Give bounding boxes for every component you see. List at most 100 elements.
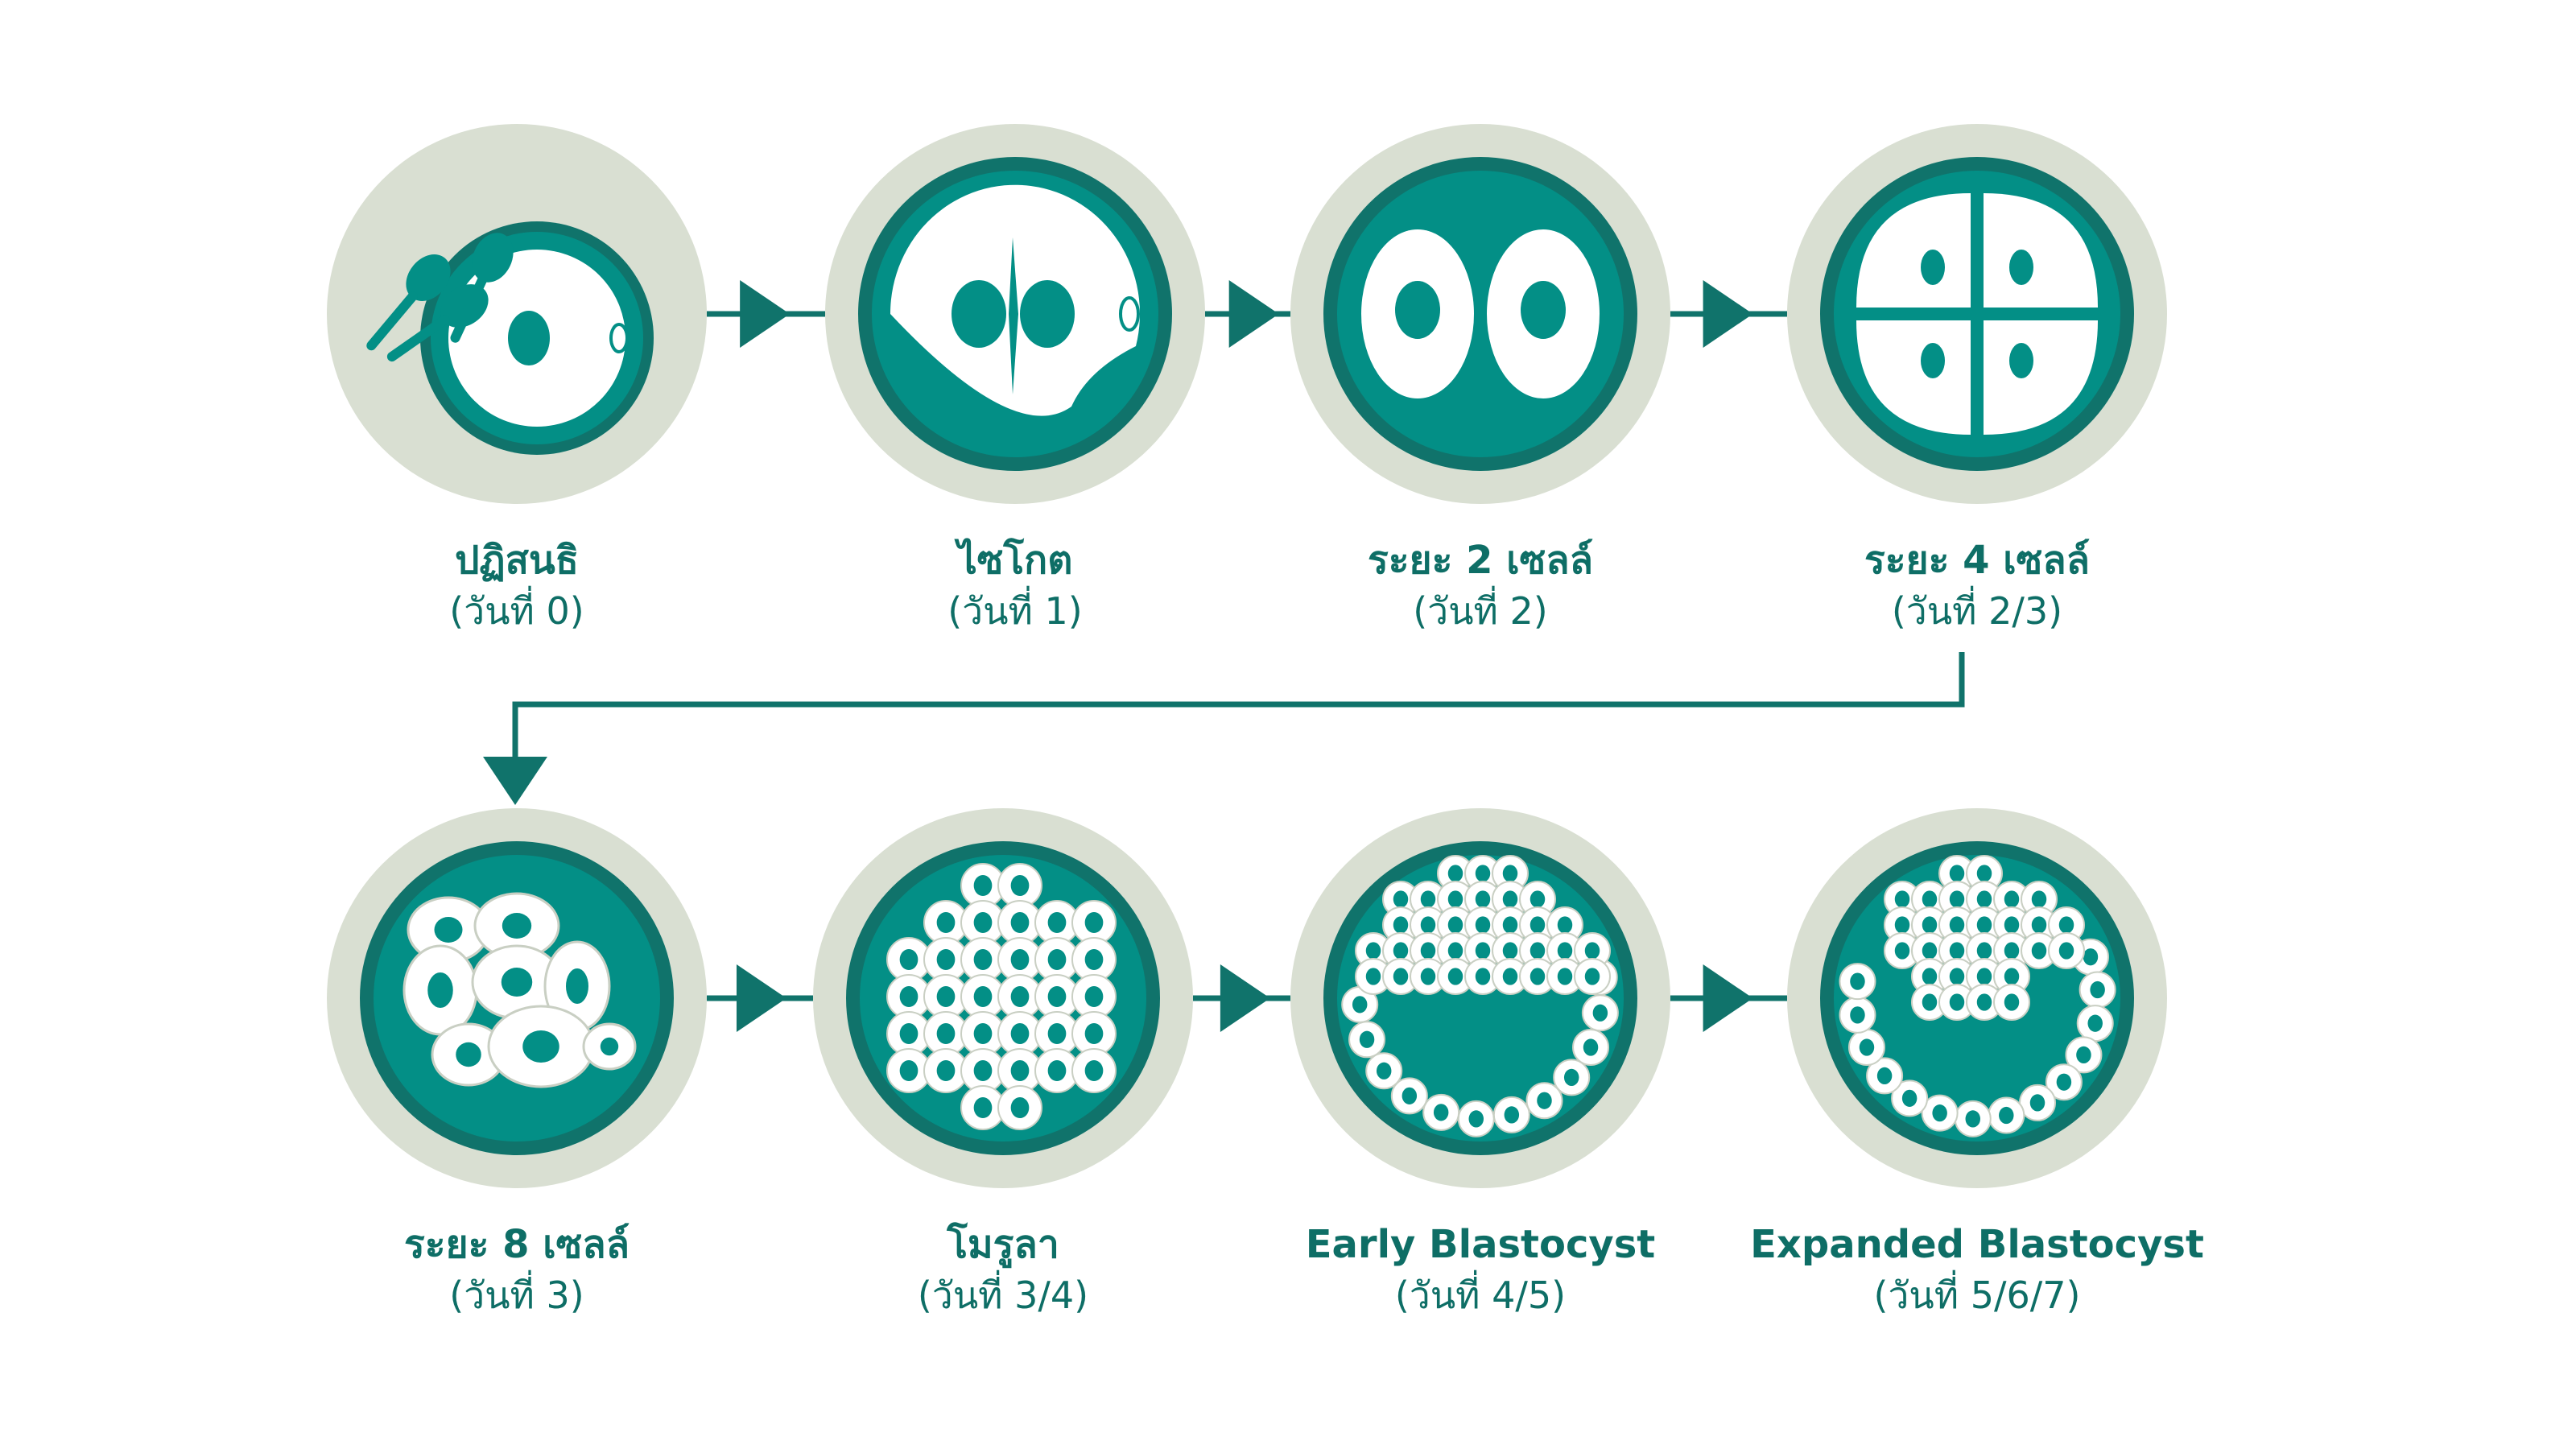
nucleus — [456, 1042, 481, 1067]
nucleus — [1999, 1106, 2014, 1125]
nucleus — [973, 874, 993, 897]
nucleus — [2058, 942, 2074, 960]
cell — [1984, 193, 2098, 308]
nucleus — [1976, 890, 1992, 908]
nucleus — [936, 1059, 956, 1082]
nucleus — [1976, 916, 1992, 934]
nucleus — [1921, 343, 1945, 378]
nucleus — [1949, 916, 1965, 934]
nucleus — [1592, 1004, 1608, 1022]
nucleus — [1537, 1092, 1552, 1109]
nucleus — [1530, 942, 1546, 960]
nucleus — [1393, 890, 1409, 908]
nucleus — [1084, 911, 1104, 934]
stage-8: Expanded Blastocyst(วันที่ 5/6/7) — [1750, 808, 2204, 1317]
cell — [1856, 320, 1971, 435]
nucleus — [1502, 865, 1518, 882]
sperm-icon — [450, 233, 514, 343]
stage-title: ระยะ 2 เซลล์ — [1368, 538, 1593, 583]
nucleus — [1402, 1087, 1418, 1104]
nucleus — [1395, 281, 1440, 339]
nucleus — [434, 917, 463, 943]
fertilization-icon — [327, 124, 707, 504]
stage-title: ปฏิสนธิ — [455, 538, 579, 583]
nucleus — [1475, 916, 1491, 934]
nucleus — [1010, 911, 1030, 934]
connectors — [483, 280, 1965, 1032]
nucleus — [1557, 942, 1573, 960]
nucleus — [1557, 916, 1573, 934]
nucleus — [2004, 916, 2020, 934]
nucleus — [1976, 968, 1992, 985]
morula-icon — [813, 808, 1193, 1188]
nucleus — [2076, 1046, 2091, 1064]
nucleus — [1393, 968, 1409, 985]
row-connector-line — [512, 652, 1965, 761]
stage-day: (วันที่ 2/3) — [1892, 585, 2062, 633]
nucleus — [1475, 942, 1491, 960]
stage-5: ระยะ 8 เซลล์(วันที่ 3) — [327, 808, 707, 1317]
stage-1: ปฏิสนธิ(วันที่ 0) — [327, 124, 707, 633]
nucleus — [1894, 890, 1910, 908]
nucleus — [522, 1030, 559, 1063]
nucleus — [1921, 250, 1945, 285]
nucleus — [1447, 865, 1463, 882]
arrow-right-icon — [736, 964, 786, 1032]
nucleus — [2004, 993, 2020, 1011]
early-blastocyst-icon — [1290, 808, 1670, 1188]
nucleus — [1365, 942, 1381, 960]
nucleus — [1965, 1110, 1981, 1128]
nucleus — [1901, 1089, 1918, 1107]
nucleus — [1502, 890, 1518, 908]
nucleus — [1420, 942, 1436, 960]
stage-day: (วันที่ 1) — [947, 585, 1082, 633]
nucleus — [566, 968, 588, 1004]
sperm-icon — [366, 254, 451, 351]
eight-cell-icon — [327, 808, 707, 1188]
nucleus — [936, 948, 956, 971]
nucleus — [1584, 968, 1600, 985]
nucleus — [1976, 942, 1992, 960]
stage-title: โมรูลา — [946, 1221, 1059, 1269]
nucleus — [2009, 343, 2033, 378]
nucleus — [936, 911, 956, 934]
nucleus — [1850, 972, 1865, 990]
stage-title: ไซโกต — [954, 537, 1073, 583]
nucleus — [1894, 942, 1910, 960]
nucleus — [1949, 865, 1965, 882]
nucleus — [1047, 911, 1067, 934]
nucleus — [2031, 916, 2047, 934]
nucleus — [1010, 985, 1030, 1008]
nucleus — [1010, 948, 1030, 971]
cell — [1984, 320, 2098, 435]
nucleus — [1084, 1059, 1104, 1082]
nucleus — [2004, 968, 2020, 985]
nucleus — [1010, 1096, 1030, 1119]
nucleus — [1922, 916, 1938, 934]
nucleus — [1047, 985, 1067, 1008]
nucleus — [1922, 993, 1938, 1011]
nucleus — [1420, 890, 1436, 908]
nucleus — [1475, 968, 1491, 985]
nucleus — [1433, 1104, 1449, 1121]
cell — [1856, 193, 1971, 308]
nucleus — [1530, 968, 1546, 985]
nucleus — [1922, 942, 1938, 960]
stage-title: Expanded Blastocyst — [1750, 1222, 2204, 1267]
nucleus — [1084, 1022, 1104, 1045]
nucleus — [2031, 890, 2047, 908]
stage-6: โมรูลา(วันที่ 3/4) — [813, 808, 1193, 1317]
nucleus — [2090, 980, 2105, 999]
nucleus — [1447, 916, 1463, 934]
stage-day: (วันที่ 3) — [449, 1269, 584, 1317]
nucleus — [508, 311, 550, 365]
nucleus — [1502, 916, 1518, 934]
arrow-right-icon — [1703, 964, 1753, 1032]
nucleus — [1502, 942, 1518, 960]
nucleus — [1393, 916, 1409, 934]
nucleus — [1393, 942, 1409, 960]
nucleus — [1047, 1059, 1067, 1082]
arrow-right-icon — [1228, 280, 1279, 348]
nucleus — [1521, 281, 1566, 339]
